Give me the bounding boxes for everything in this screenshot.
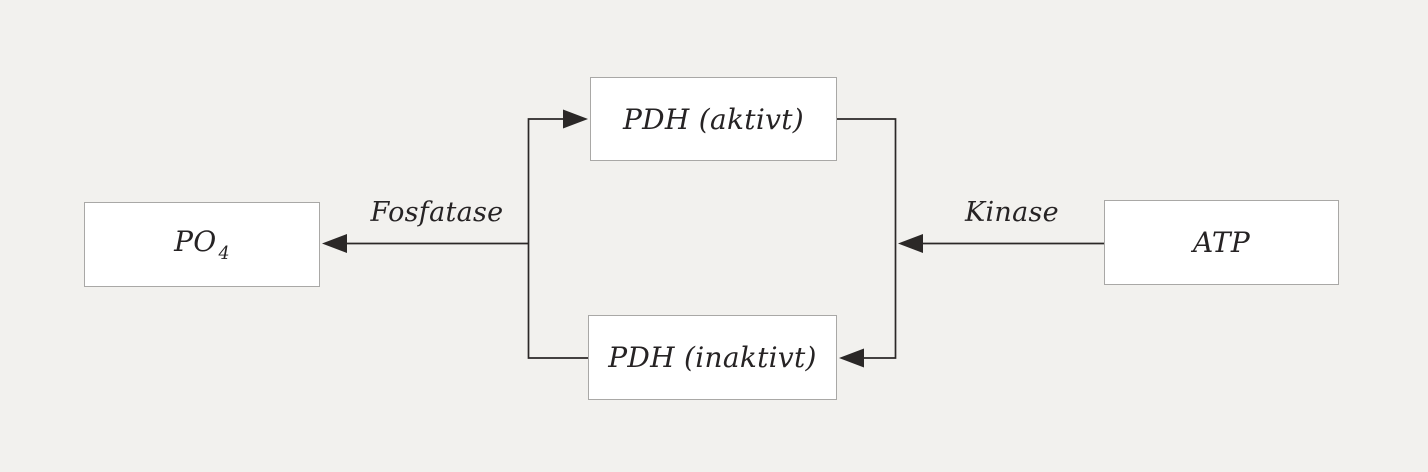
po4-subscript-text: 4 [218, 243, 230, 264]
po4-base-text: PO [174, 225, 217, 259]
node-pdh-active-label: PDH (aktivt) [623, 102, 804, 136]
node-pdh-inactive-label: PDH (inaktivt) [608, 341, 817, 374]
edge-label-kinase: Kinase [965, 197, 1059, 228]
node-pdh-active: PDH (aktivt) [590, 77, 837, 161]
node-atp: ATP [1104, 200, 1339, 285]
arrowhead-into-right-rail-icon [898, 234, 923, 253]
arrowhead-into-pdh-active-icon [563, 109, 588, 129]
edge-inactive-to-active-path [527, 118, 588, 359]
node-pdh-inactive: PDH (inaktivt) [588, 315, 837, 400]
arrowhead-into-po4-icon [322, 234, 347, 253]
arrowhead-into-pdh-inactive-icon [839, 348, 864, 368]
edge-label-fosfatase: Fosfatase [370, 197, 504, 228]
edge-active-to-inactive-path [837, 118, 897, 359]
node-atp-label: ATP [1192, 226, 1251, 259]
